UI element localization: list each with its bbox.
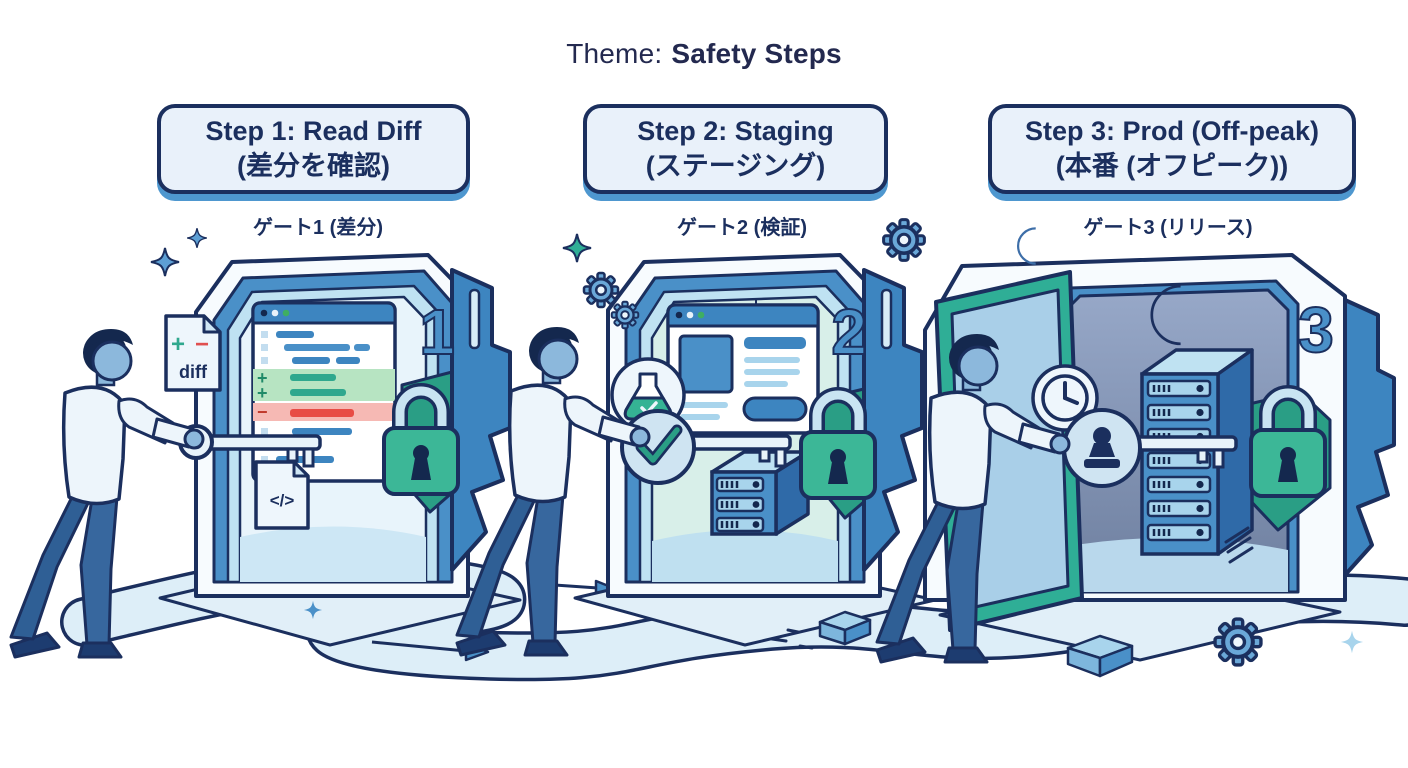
diff-file-minus: − (195, 331, 209, 358)
diff-plus-sign: + (257, 383, 268, 403)
sparkle-icon (562, 233, 592, 263)
diff-file-plus: + (171, 331, 185, 358)
title-prefix: Theme: (566, 38, 663, 69)
step-2-banner: Step 2: Staging (ステージング) (583, 104, 888, 194)
step-1-banner-line2: (差分を確認) (237, 151, 390, 181)
window-dot-icon (260, 309, 268, 317)
staging-app-window (666, 303, 820, 435)
gate-3-pillar (1343, 298, 1396, 577)
window-dot-icon (271, 309, 279, 317)
step-3-banner-line1: Step 3: Prod (Off-peak) (1024, 116, 1320, 147)
diff-file-label: diff (179, 362, 208, 382)
box-icon (770, 610, 872, 650)
gate-1-number: 1 (419, 296, 455, 368)
step-2-banner-line2: (ステージング) (645, 151, 826, 181)
step-1-banner: Step 1: Read Diff (差分を確認) (157, 104, 470, 194)
gear-icon (582, 271, 620, 309)
gear-icon (1215, 619, 1261, 665)
gate-2: 2 (573, 253, 937, 647)
title-emphasis: Safety Steps (671, 38, 842, 69)
gate-3-number: 3 (1298, 294, 1334, 366)
step-1-banner-line1: Step 1: Read Diff (205, 116, 422, 147)
key-3-icon (1062, 408, 1238, 488)
code-file-label: </> (270, 491, 295, 510)
diff-browser-window: + + − (251, 301, 397, 483)
gate-3: 3 (923, 253, 1396, 662)
window-dot-icon (282, 309, 290, 317)
check-icon (638, 427, 680, 463)
diff-plus-sign: + (257, 368, 268, 388)
step-3-banner: Step 3: Prod (Off-peak) (本番 (オフピーク)) (988, 104, 1356, 194)
page-title: Theme: Safety Steps (0, 38, 1408, 70)
gate-1-pillar (450, 268, 512, 572)
gate-3-label: ゲート3 (リリース) (1083, 217, 1253, 239)
moon-icon (1016, 227, 1037, 265)
window-dot-icon (686, 311, 694, 319)
window-button (742, 396, 808, 422)
gate-2-pillar (862, 268, 924, 572)
gate-2-number: 2 (831, 296, 867, 368)
step-2-banner-line1: Step 2: Staging (637, 116, 834, 147)
gear-icon (610, 300, 640, 330)
diff-minus-sign: − (257, 402, 268, 422)
diff-file-icon: + − diff (164, 314, 222, 392)
gear-icon (881, 217, 927, 263)
sparkle-icon (186, 227, 208, 249)
window-dot-icon (675, 311, 683, 319)
step-3-banner-line2: (本番 (オフピーク)) (1055, 151, 1289, 181)
gate-1: 1 + + − (158, 253, 522, 647)
diff-added-lines (253, 369, 395, 401)
box-icon (1066, 634, 1134, 678)
sparkle-icon (150, 247, 180, 277)
code-file-icon: </> (254, 460, 310, 530)
stamp-icon (1084, 427, 1120, 468)
clock-icon (1031, 364, 1099, 432)
gate-1-label: ゲート1 (差分) (253, 217, 383, 239)
server-rack-icon (710, 450, 810, 536)
gate-2-label: ゲート2 (検証) (677, 217, 807, 239)
window-dot-icon (697, 311, 705, 319)
sparkle-icon (1340, 630, 1364, 654)
